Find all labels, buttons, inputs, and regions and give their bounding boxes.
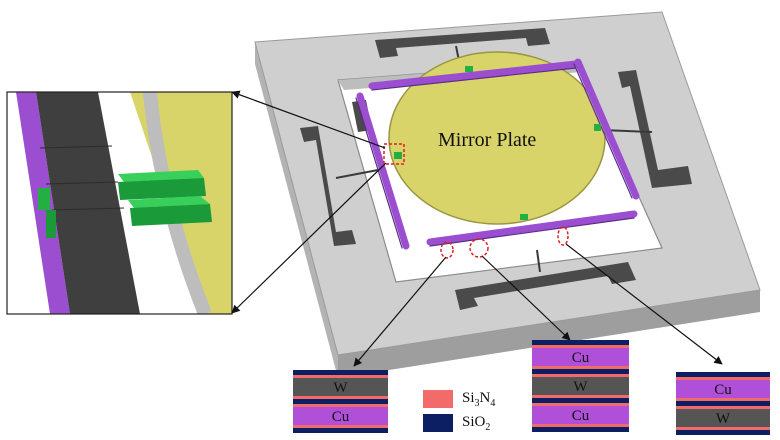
w-layer [293,378,388,396]
layer-label-cu: Cu [572,408,590,424]
legend-swatch-sio2 [423,414,453,432]
tether-left [335,169,379,179]
sio2-layer [532,427,629,432]
si3n4-layer [532,403,629,406]
sio2-layer [293,370,388,375]
actuator-left [356,92,410,250]
tether-bottom [536,249,541,273]
frame-left-face [255,42,338,378]
sio2-layer [293,428,388,433]
si3n4-layer [532,366,629,369]
hinge-right [594,124,601,131]
section-marker-right [557,226,569,246]
si3n4-layer [676,406,770,409]
sio2-layer [676,401,770,406]
sio2-layer [532,340,629,345]
si3n4-layer [676,398,770,401]
hinge-top [465,66,473,72]
si3n4-layer [532,374,629,377]
arrow-section-left [353,256,447,367]
si3n4-layer [293,425,388,428]
cu-layer [532,406,629,424]
legend-label-sio2: SiO2 [462,414,491,433]
zoom-marker [383,143,405,165]
mirror-plate [388,51,606,225]
w-layer [532,377,629,395]
sio2-layer [293,399,388,404]
inset-hinge [38,170,212,238]
si3n4-layer [293,396,388,399]
layer-label-cu: Cu [332,409,350,425]
arrow-zoom-top [231,90,386,149]
si3n4-layer [293,404,388,407]
electrode-top [375,28,550,58]
layer-label-w: W [333,380,348,396]
layer-label-cu: Cu [714,382,732,398]
arrow-zoom-bottom [231,162,387,314]
callout-arrows [231,90,723,367]
electrode-right [618,70,692,188]
si3n4-layer [532,345,629,348]
sio2-layer [532,398,629,403]
zoom-inset-border [6,91,233,315]
cu-layer [532,348,629,366]
layer-label-cu: Cu [572,350,590,366]
electrode-bottom [455,262,636,310]
actuator-right [574,58,640,200]
cross-section-left: W Cu [293,370,388,433]
callout-markers [383,143,569,259]
sio2-layer [676,430,770,435]
w-layer [676,409,770,427]
arrow-section-right [565,243,723,365]
si3n4-layer [293,375,388,378]
actuator-bottom [426,210,638,246]
si3n4-layer [532,395,629,398]
si3n4-layer [532,424,629,427]
sio2-layer [676,372,770,377]
si3n4-layer [676,427,770,430]
cu-layer [293,407,388,425]
electrode-left [300,126,356,246]
mirror-plate-label: Mirror Plate [438,129,536,151]
hinge-bottom [520,214,528,220]
sio2-layer [532,369,629,374]
section-marker-middle [469,238,489,258]
hinge-left [394,152,402,159]
hinges [394,66,601,220]
legend-label-sin: Si3N4 [462,390,496,409]
si3n4-layer [676,377,770,380]
cross-section-right: CuW [676,372,770,435]
arrow-section-middle [481,255,571,341]
zoom-inset [6,91,233,315]
cu-layer [676,380,770,398]
legend-swatch-sin [423,390,453,408]
bimorph-actuators [355,58,640,250]
layer-label-w: W [716,411,731,427]
layer-label-w: W [573,379,588,395]
actuator-top [368,60,580,90]
section-marker-left [440,241,454,259]
